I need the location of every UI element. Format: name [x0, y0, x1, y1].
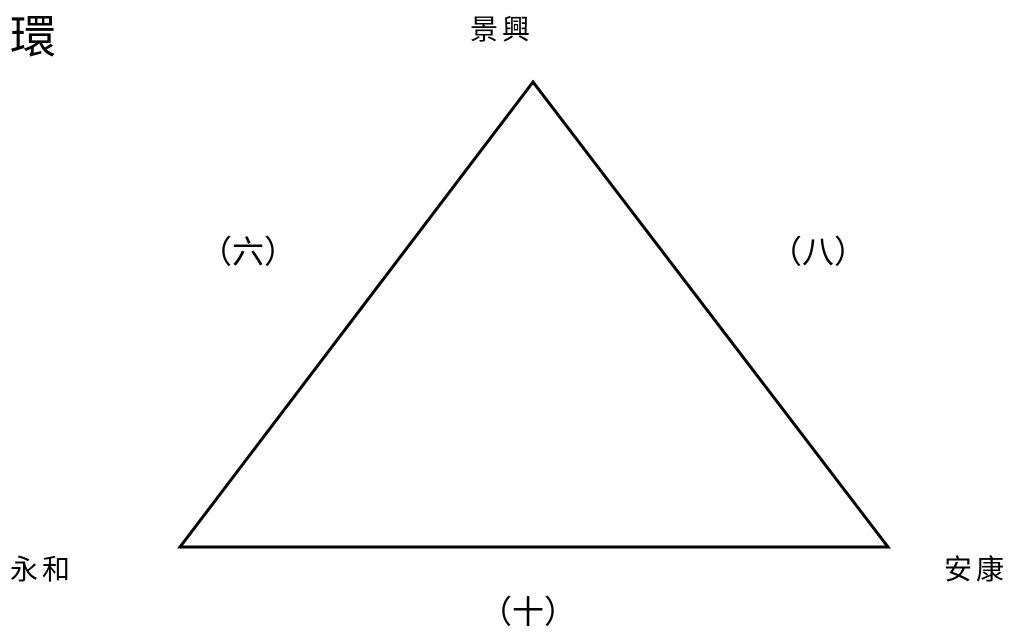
edge-label-right: （八） — [770, 233, 867, 271]
edge-label-bottom: （十） — [480, 593, 577, 631]
vertex-label-left: 永和 — [10, 553, 75, 586]
vertex-label-right: 安康 — [944, 553, 1009, 586]
vertex-label-top: 景興 — [470, 13, 535, 46]
triangle-shape — [176, 79, 892, 549]
title-character: 環 — [10, 10, 56, 64]
edge-label-left: （六） — [200, 233, 297, 271]
